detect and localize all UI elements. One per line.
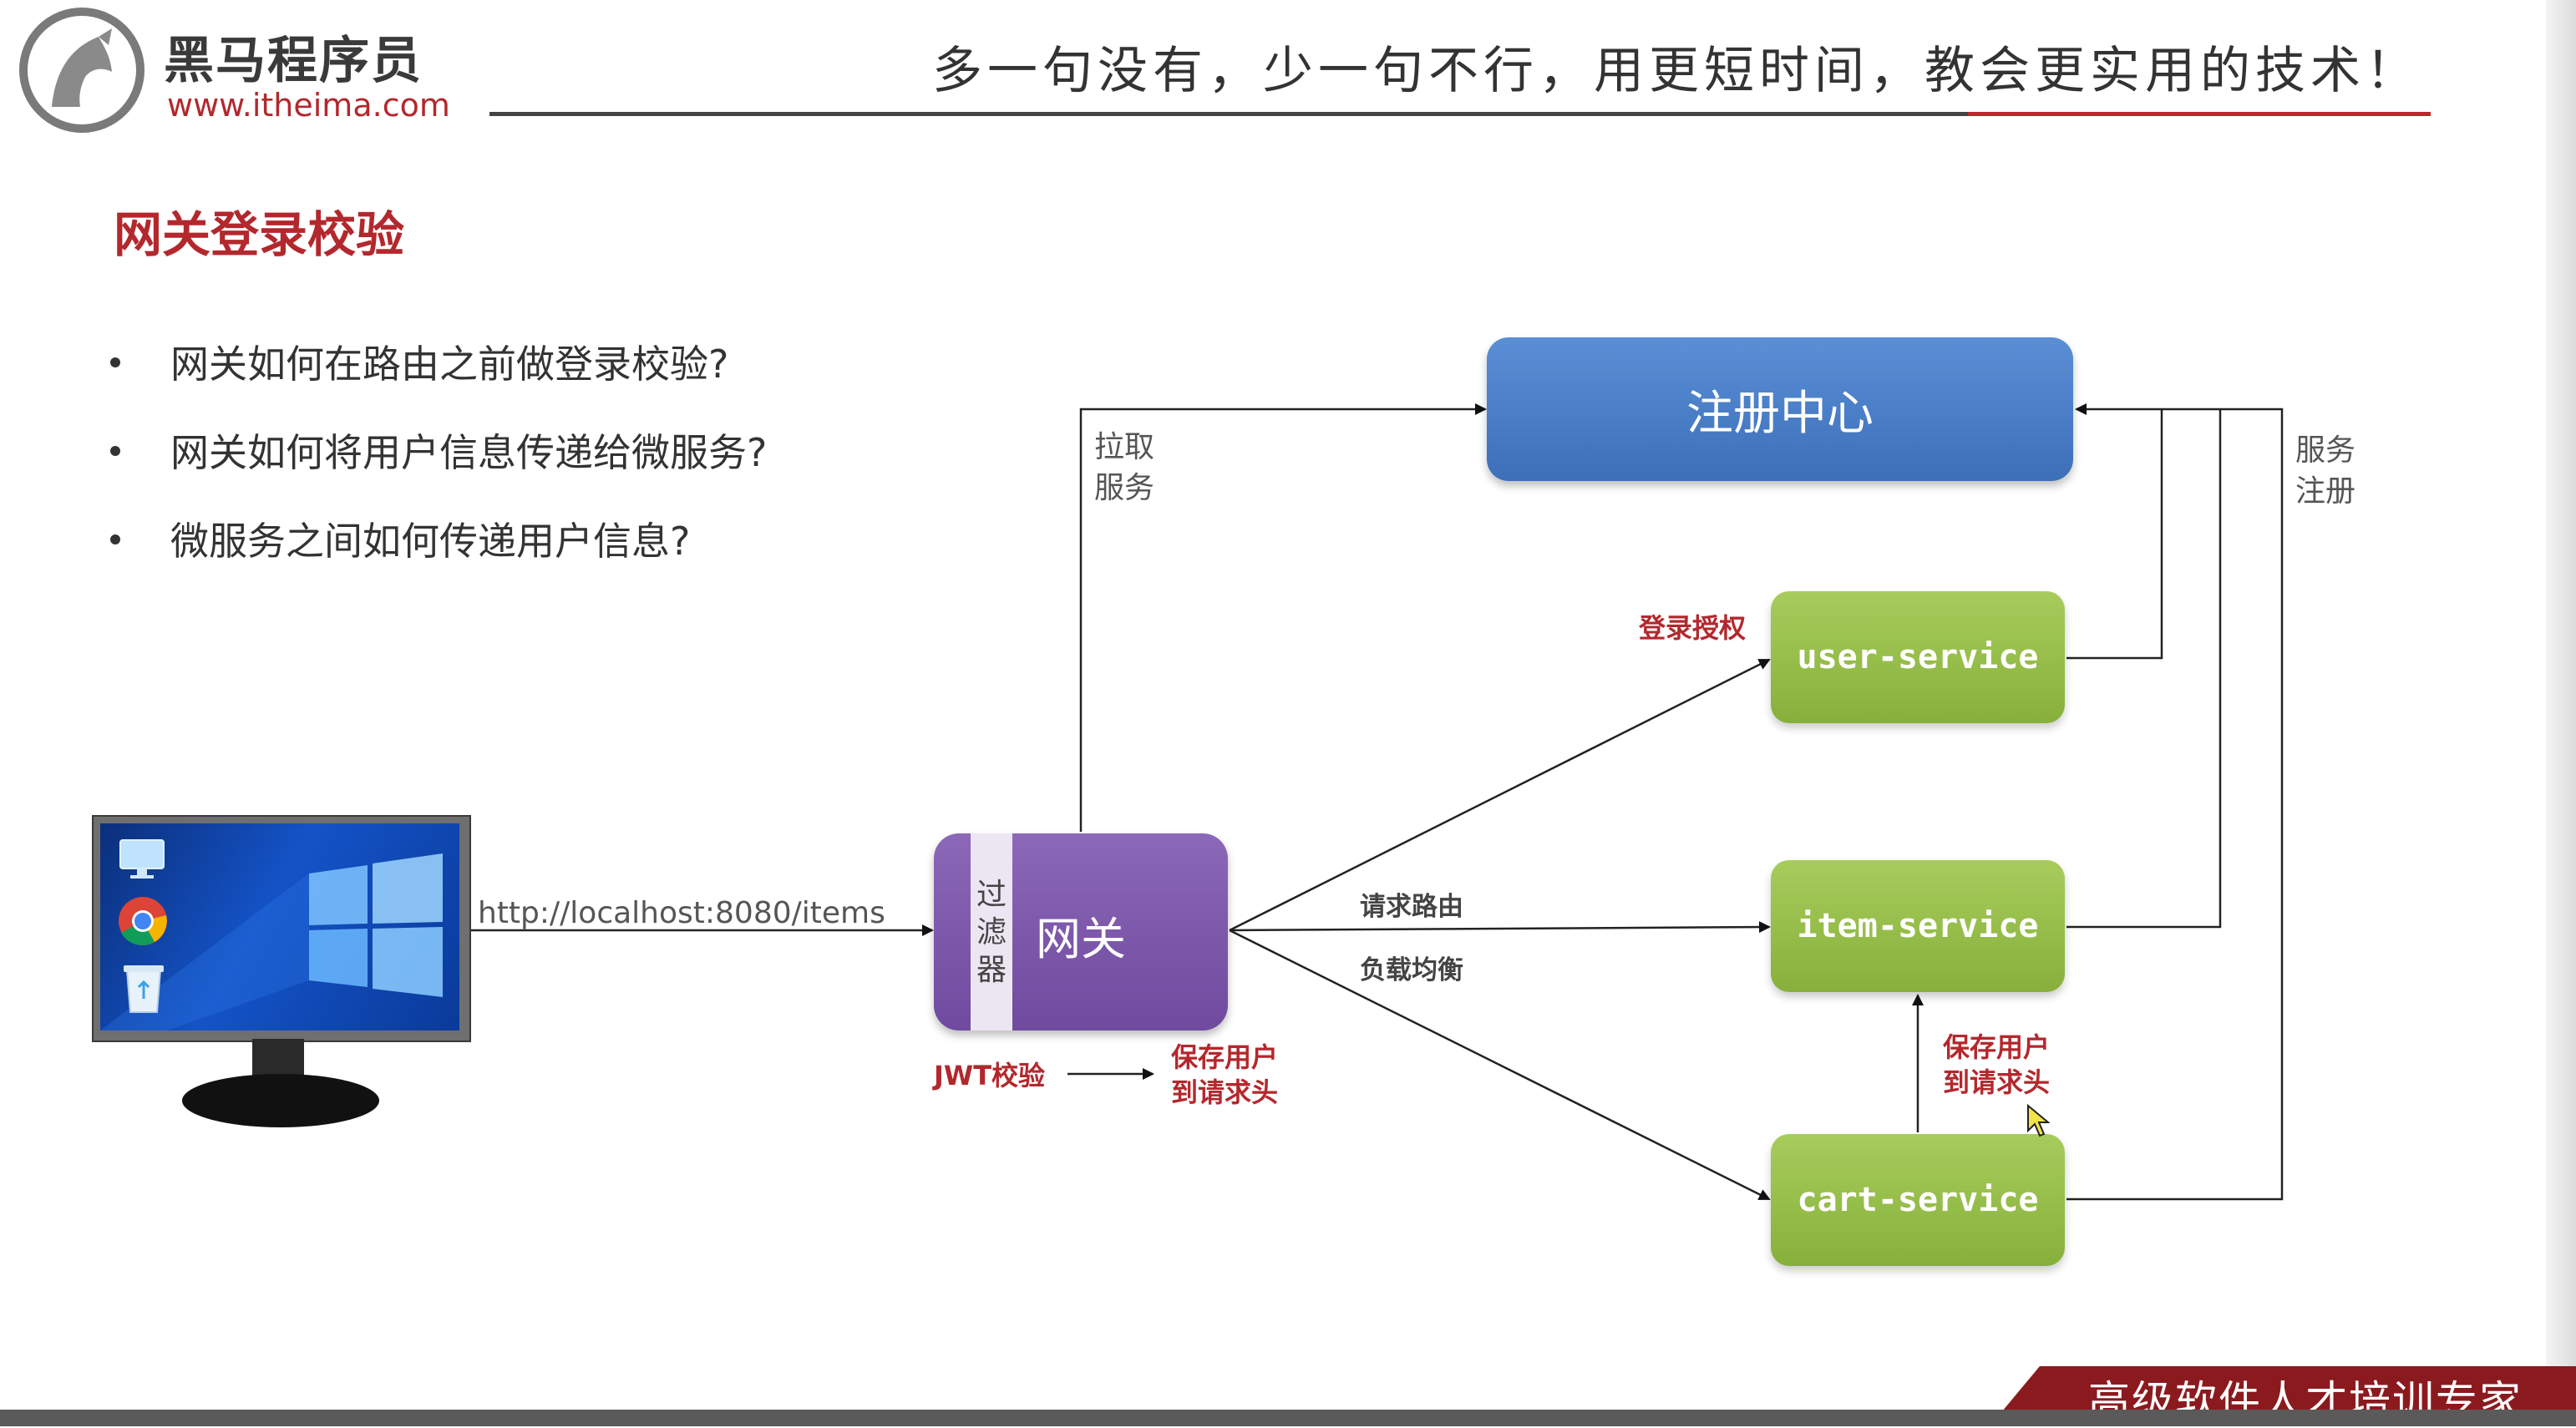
recycle-bin-icon	[124, 965, 164, 1013]
user-service-box: user-service	[1771, 591, 2065, 723]
route-arrow-cart	[1229, 929, 1771, 1201]
registry-center: 注册中心	[1487, 337, 2073, 481]
register-item-line	[2066, 409, 2222, 929]
pull-service-label: 拉取 服务	[1094, 428, 1154, 509]
windows-logo-icon	[100, 853, 443, 1030]
bullet-item: 网关如何将用户信息传递给微服务?	[110, 423, 767, 478]
monitor-base	[182, 1074, 379, 1127]
load-balance-label: 负载均衡	[1360, 955, 1463, 985]
label-line: 注册	[2295, 473, 2356, 509]
filter-char: 滤	[976, 914, 1007, 949]
brand-url: www.itheima.com	[167, 87, 450, 124]
filter-bar: 过 滤 器	[971, 833, 1012, 1030]
header-divider-accent	[1968, 112, 2431, 116]
slide-edge-shadow	[2546, 0, 2576, 1426]
bullet-dot-icon	[110, 357, 120, 367]
label-line: 保存用户	[1171, 1041, 1279, 1073]
pull-service-arrow	[1079, 403, 1487, 832]
horse-logo-icon	[19, 8, 145, 133]
route-arrow-user	[1229, 658, 1771, 932]
label-line: 保存用户	[1943, 1031, 2051, 1063]
save-user-gateway-label: 保存用户 到请求头	[1171, 1041, 1278, 1110]
request-url-label: http://localhost:8080/items	[478, 896, 885, 930]
save-user-service-label: 保存用户 到请求头	[1943, 1030, 2050, 1100]
label-line: 服务	[2295, 433, 2356, 468]
label-line: 拉取	[1094, 430, 1155, 464]
mouse-cursor-icon	[2027, 1104, 2050, 1137]
bullet-text: 微服务之间如何传递用户信息?	[170, 519, 691, 564]
filter-char: 器	[976, 952, 1007, 987]
label-line: 到请求头	[1171, 1076, 1279, 1108]
bullet-dot-icon	[110, 445, 120, 456]
register-cart-line	[2066, 403, 2284, 1201]
bullet-text: 网关如何在路由之前做登录校验?	[170, 342, 729, 387]
header-slogan: 多一句没有，少一句不行，用更短时间，教会更实用的技术！	[932, 42, 2421, 100]
footer-banner	[1998, 1366, 2576, 1416]
bullet-item: 网关如何在路由之前做登录校验?	[110, 334, 728, 389]
slide-title: 网关登录校验	[114, 206, 405, 263]
cart-service-box: cart-service	[1771, 1134, 2065, 1266]
login-auth-label: 登录授权	[1639, 612, 1747, 644]
label-line: 服务	[1094, 470, 1155, 505]
brand-name: 黑马程序员	[164, 32, 423, 90]
chrome-icon	[119, 897, 167, 945]
header-divider	[489, 112, 1970, 116]
computer-desktop-icon	[119, 839, 165, 879]
gateway-label: 网关	[1036, 913, 1126, 965]
route-arrow-item	[1229, 921, 1771, 934]
bullet-item: 微服务之间如何传递用户信息?	[110, 511, 690, 566]
item-service-box: item-service	[1771, 860, 2065, 992]
request-route-label: 请求路由	[1360, 892, 1463, 922]
jwt-check-label: JWT校验	[934, 1060, 1046, 1091]
bullet-text: 网关如何将用户信息传递给微服务?	[170, 430, 768, 475]
filter-char: 过	[976, 877, 1007, 912]
bullet-dot-icon	[110, 534, 120, 544]
register-user-line	[2066, 409, 2163, 660]
label-line: 到请求头	[1943, 1066, 2051, 1098]
footer-bar	[0, 1410, 2576, 1426]
service-register-label: 服务 注册	[2295, 431, 2355, 512]
gateway-box: 过 滤 器 网关	[934, 833, 1228, 1030]
